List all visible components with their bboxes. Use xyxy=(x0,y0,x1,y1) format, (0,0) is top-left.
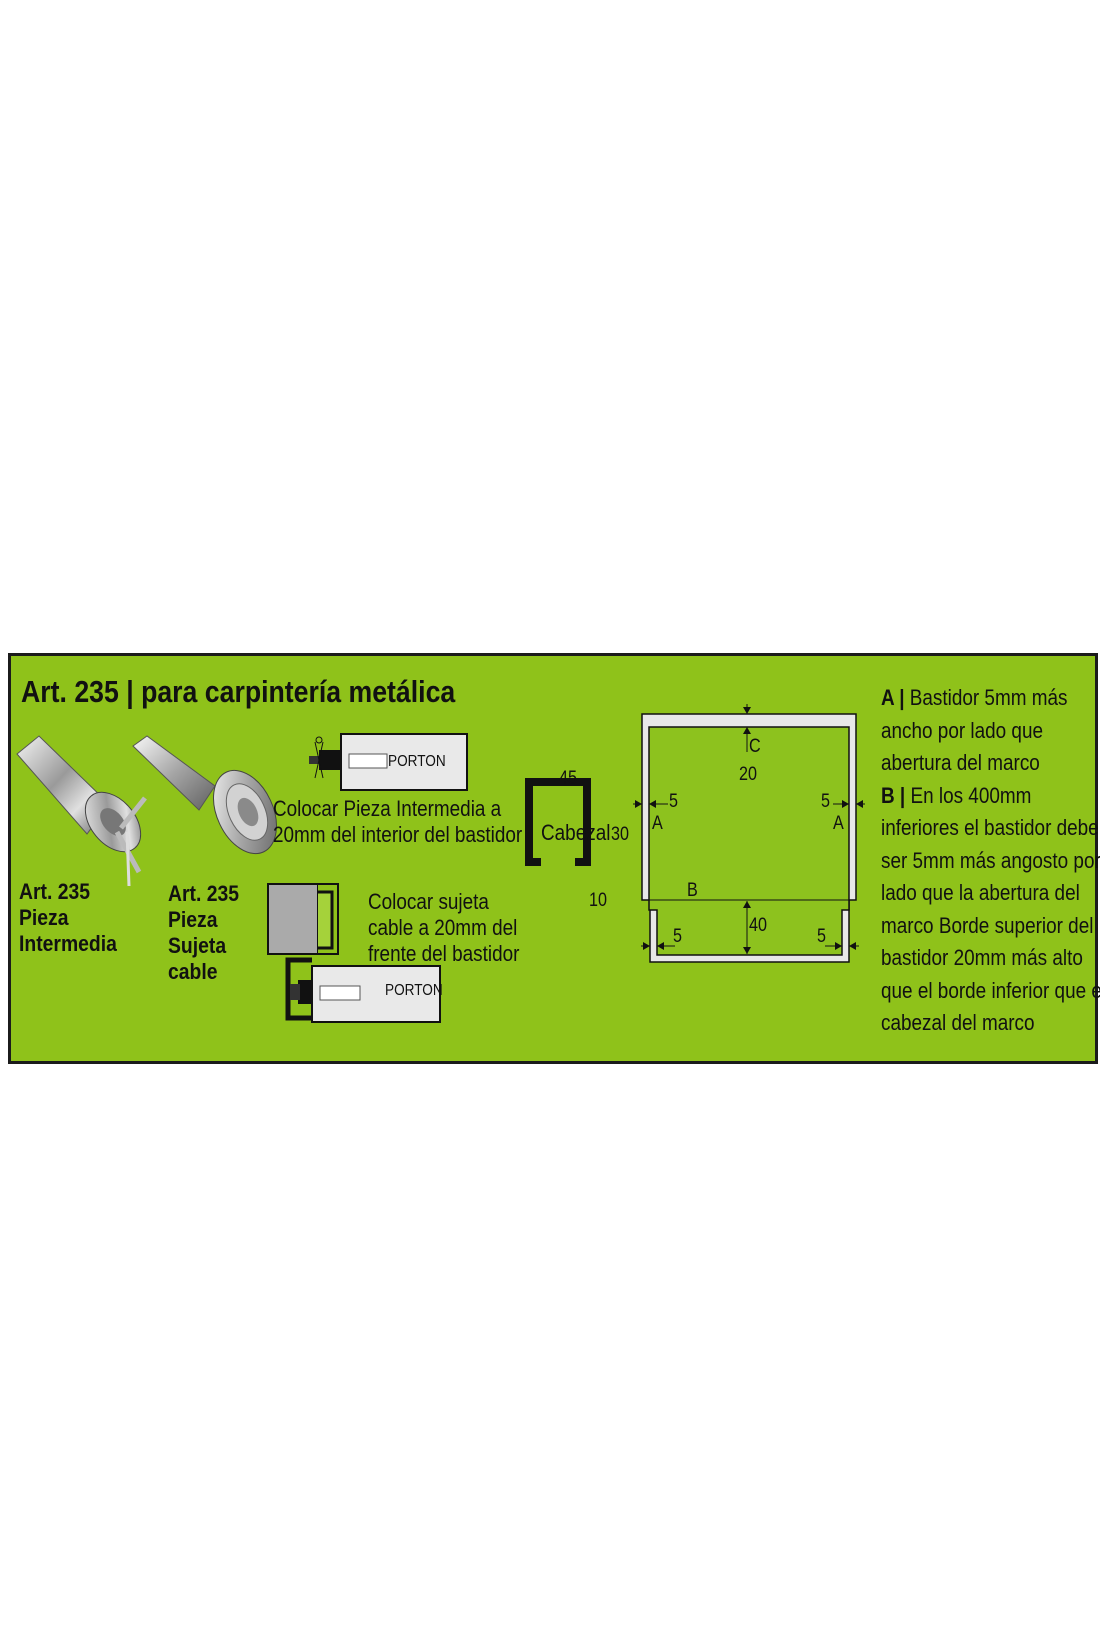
instruction-pieza-intermedia: Colocar Pieza Intermedia a 20mm del inte… xyxy=(273,796,523,847)
note-b-key: B | xyxy=(881,782,906,808)
cabezal-dim-side: 30 xyxy=(611,824,629,845)
frame-dim-bottom-right: 5 xyxy=(817,926,826,947)
frame-label-a-right: A xyxy=(833,813,844,834)
porton-diagram-top xyxy=(309,733,468,791)
cabezal-dim-bottom: 10 xyxy=(589,890,607,911)
note-a-key: A | xyxy=(881,685,905,710)
cabezal-label: Cabezal xyxy=(541,820,611,845)
note-a-text: Bastidor 5mm más ancho por lado que aber… xyxy=(881,685,1068,775)
note-b-text: En los 400mm inferiores el bastidor debe… xyxy=(881,782,1100,1036)
frame-dim-a-left: 5 xyxy=(669,791,678,812)
frame-dim-b: 40 xyxy=(749,915,767,936)
porton-label-top: PORTON xyxy=(388,753,446,770)
frame-dim-a-right: 5 xyxy=(821,791,830,812)
frame-label-a-left: A xyxy=(652,813,663,834)
porton-diagram-bottom xyxy=(267,883,441,1023)
pieza-sujeta-cable-image xyxy=(132,735,277,855)
product-label-sujeta-cable: Art. 235 Pieza Sujeta cable xyxy=(168,881,240,984)
product-label-intermedia: Art. 235 Pieza Intermedia xyxy=(19,879,117,956)
frame-label-b: B xyxy=(687,880,698,901)
instruction-sujeta-cable: Colocar sujeta cable a 20mm del frente d… xyxy=(368,889,520,966)
panel-title: Art. 235 | para carpintería metálica xyxy=(21,674,456,709)
frame-dim-c: 20 xyxy=(739,764,757,785)
pieza-intermedia-image xyxy=(16,735,147,887)
product-info-panel: Art. 235 | para carpintería metálica Art… xyxy=(8,653,1100,1064)
frame-dimension-diagram xyxy=(633,704,865,963)
frame-dim-bottom-left: 5 xyxy=(673,926,682,947)
cabezal-dim-top: 45 xyxy=(559,768,577,789)
cabezal-profile-diagram xyxy=(525,778,591,866)
porton-label-bottom: PORTON xyxy=(385,982,443,999)
notes-text: A | Bastidor 5mm más ancho por lado que … xyxy=(881,682,1100,1040)
frame-label-c: C xyxy=(749,736,761,757)
